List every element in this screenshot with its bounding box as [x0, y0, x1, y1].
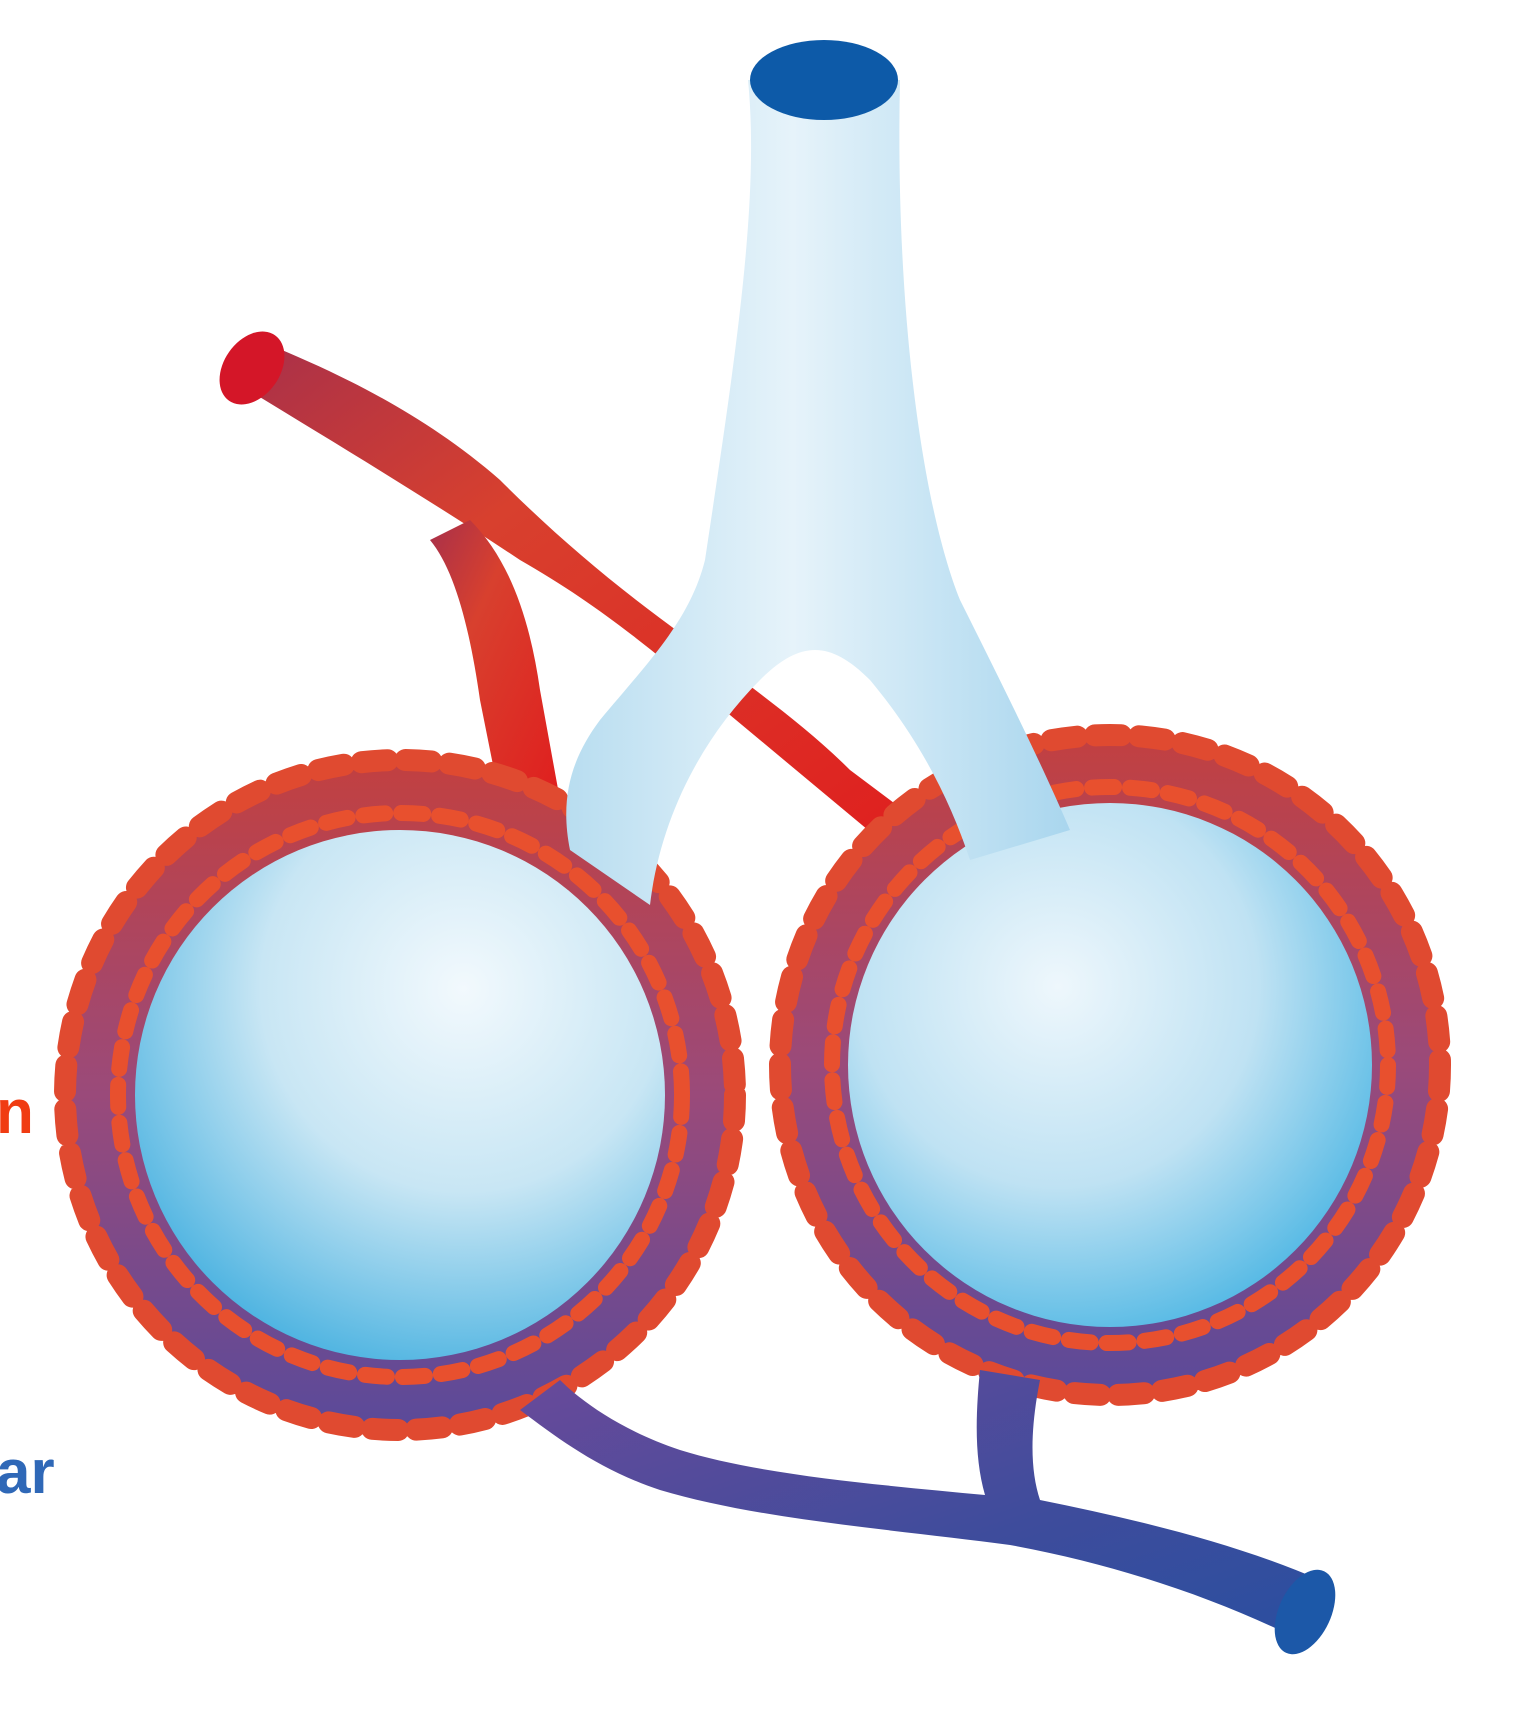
pulmonary-vein	[520, 1370, 1348, 1664]
alveolus-left	[135, 830, 665, 1360]
bronchiole-opening	[750, 40, 898, 120]
red-vessel-label: n	[0, 1082, 34, 1144]
blue-vessel-label: ar	[0, 1442, 55, 1504]
alveolus-right	[848, 803, 1372, 1327]
